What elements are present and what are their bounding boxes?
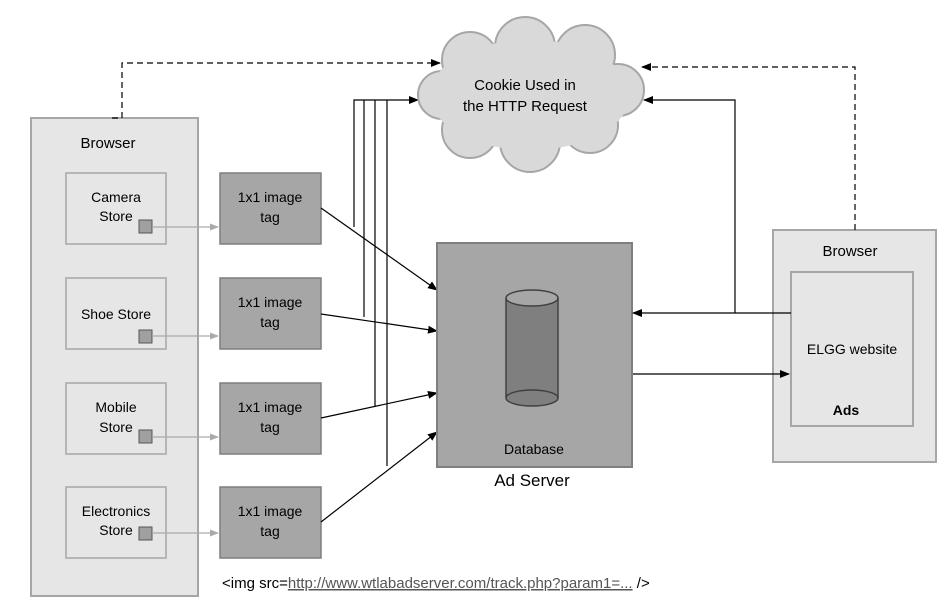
electronics-store-label-line1: Electronics — [82, 503, 150, 519]
database-label: Database — [504, 441, 564, 457]
footer-suffix: /> — [633, 575, 650, 592]
image-tag-1: 1x1 image tag — [219, 172, 322, 245]
footer-prefix: <img src= — [222, 575, 288, 592]
image-tag-1-line2: tag — [260, 209, 279, 225]
image-tag-2-line2: tag — [260, 314, 279, 330]
footer-img-tag: <img src=http://www.wtlabadserver.com/tr… — [222, 575, 650, 592]
cloud-text-line2: the HTTP Request — [463, 98, 588, 115]
footer-url[interactable]: http://www.wtlabadserver.com/track.php?p… — [288, 575, 633, 592]
camera-store: Camera Store — [65, 172, 167, 245]
ad-server: Database Ad Server — [436, 242, 633, 490]
ads-label: Ads — [833, 402, 860, 418]
pixel-to-tag-arrows — [152, 223, 219, 537]
mobile-store: Mobile Store — [65, 382, 167, 455]
electronics-store-pixel — [138, 526, 153, 541]
electronics-store-label-line2: Store — [99, 522, 133, 538]
image-tag-2-line1: 1x1 image — [238, 294, 303, 310]
elgg-website-label: ELGG website — [807, 341, 897, 357]
left-browser-to-cloud-dashed — [112, 59, 441, 119]
image-tag-3-line2: tag — [260, 419, 279, 435]
electronics-store: Electronics Store — [65, 486, 167, 559]
right-browser-to-cloud-dashed — [641, 63, 856, 230]
left-browser: Browser Camera Store Shoe Store Mobile S… — [30, 117, 199, 597]
cloud-text-line1: Cookie Used in — [474, 77, 576, 94]
camera-store-label-line2: Store — [99, 208, 133, 224]
shoe-store-pixel — [138, 329, 153, 344]
camera-store-label-line1: Camera — [91, 189, 141, 205]
mobile-store-label-line1: Mobile — [95, 399, 136, 415]
image-tag-4: 1x1 image tag — [219, 486, 322, 559]
right-browser: Browser ELGG website Ads — [772, 229, 937, 463]
server-browser-arrows — [632, 96, 791, 378]
elgg-website-frame — [790, 271, 914, 427]
mobile-store-pixel — [138, 429, 153, 444]
image-tag-4-line1: 1x1 image — [238, 503, 303, 519]
shoe-store: Shoe Store — [65, 277, 167, 350]
left-browser-title: Browser — [80, 135, 135, 152]
image-tag-1-line1: 1x1 image — [238, 189, 303, 205]
tag-to-cloud-lines — [353, 96, 419, 466]
camera-store-pixel — [138, 219, 153, 234]
cookie-cloud: Cookie Used in the HTTP Request — [417, 16, 645, 173]
shoe-store-label: Shoe Store — [81, 306, 151, 322]
image-tag-3-line1: 1x1 image — [238, 399, 303, 415]
image-tag-4-line2: tag — [260, 523, 279, 539]
right-browser-title: Browser — [822, 243, 877, 260]
image-tag-3: 1x1 image tag — [219, 382, 322, 455]
mobile-store-label-line2: Store — [99, 419, 133, 435]
tag-to-server-arrows — [320, 207, 438, 523]
ad-server-caption: Ad Server — [494, 471, 570, 490]
image-tag-2: 1x1 image tag — [219, 277, 322, 350]
database-icon — [505, 289, 559, 407]
